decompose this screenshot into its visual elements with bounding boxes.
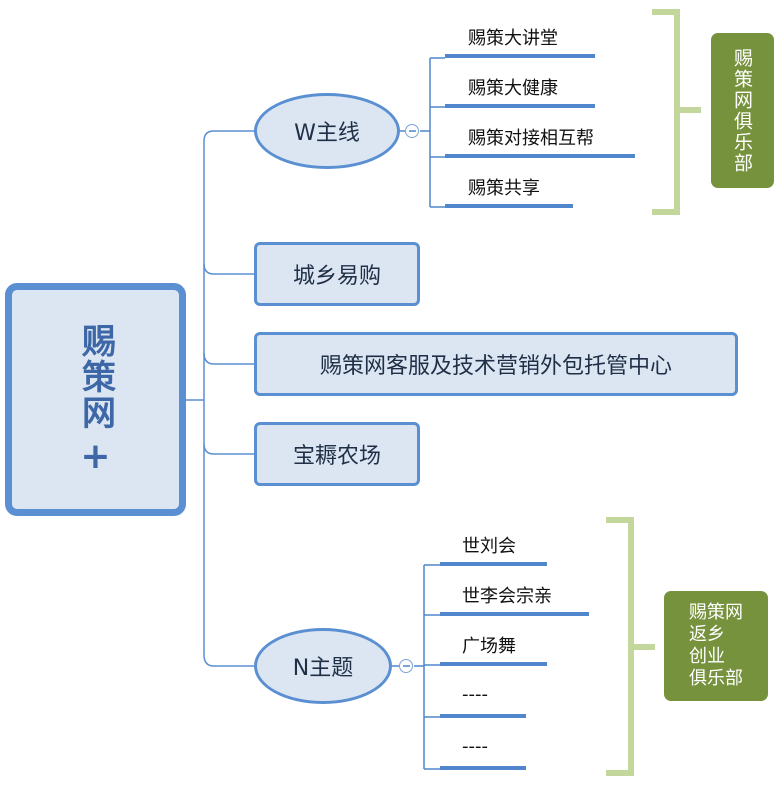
collapse-n-icon[interactable] [399, 659, 413, 673]
hometown-line: 俱乐部 [689, 668, 743, 689]
hometown-line: 返乡 [689, 624, 725, 645]
n-leaf-underline [440, 562, 547, 566]
n-leaf[interactable]: 广场舞 [462, 636, 516, 657]
branch-service[interactable]: 赐策网客服及技术营销外包托管中心 [254, 332, 738, 396]
branch-farm-label: 宝耨农场 [292, 444, 381, 469]
w-leaf[interactable]: 赐策对接相互帮 [468, 128, 594, 149]
w-leaf-underline [445, 154, 635, 158]
branch-n-main-label: N主题 [292, 656, 354, 681]
n-leaf-underline [440, 612, 589, 616]
root-label: 赐策网 [75, 322, 116, 431]
hometown-group-label[interactable]: 赐策网 返乡 创业 俱乐部 [664, 591, 768, 701]
w-leaf[interactable]: 赐策大讲堂 [468, 28, 558, 49]
hometown-group-text: 赐策网 返乡 创业 俱乐部 [689, 602, 743, 690]
w-leaf[interactable]: 赐策大健康 [468, 78, 558, 99]
w-leaf-underline [445, 204, 573, 208]
w-leaf-underline [445, 54, 595, 58]
n-leaf[interactable]: 世刘会 [462, 536, 516, 557]
n-leaf[interactable]: ---- [462, 684, 488, 705]
w-leaf-underline [445, 104, 595, 108]
branch-city[interactable]: 城乡易购 [254, 242, 420, 306]
branch-n-main[interactable]: N主题 [254, 628, 392, 704]
collapse-w-icon[interactable] [405, 124, 419, 138]
w-leaf[interactable]: 赐策共享 [468, 178, 540, 199]
branch-w-main-label: W主线 [294, 121, 360, 146]
n-leaf-underline [440, 714, 526, 718]
hometown-line: 创业 [689, 646, 725, 667]
club-group-text: 赐策网俱乐部 [731, 47, 753, 174]
branch-w-main[interactable]: W主线 [254, 93, 400, 169]
n-leaf[interactable]: ---- [462, 736, 488, 757]
club-bracket [652, 9, 701, 215]
n-leaf-underline [440, 662, 547, 666]
hometown-bracket [606, 517, 655, 776]
n-leaf[interactable]: 世李会宗亲 [462, 586, 552, 607]
hometown-line: 赐策网 [689, 602, 743, 623]
n-leaf-underline [440, 766, 526, 770]
expand-plus-icon[interactable]: + [80, 435, 111, 477]
branch-farm[interactable]: 宝耨农场 [254, 422, 420, 486]
club-group-label[interactable]: 赐策网俱乐部 [711, 33, 774, 188]
branch-city-label: 城乡易购 [292, 264, 381, 289]
branch-service-label: 赐策网客服及技术营销外包托管中心 [319, 354, 672, 379]
root-node[interactable]: 赐策网 + [5, 283, 186, 516]
